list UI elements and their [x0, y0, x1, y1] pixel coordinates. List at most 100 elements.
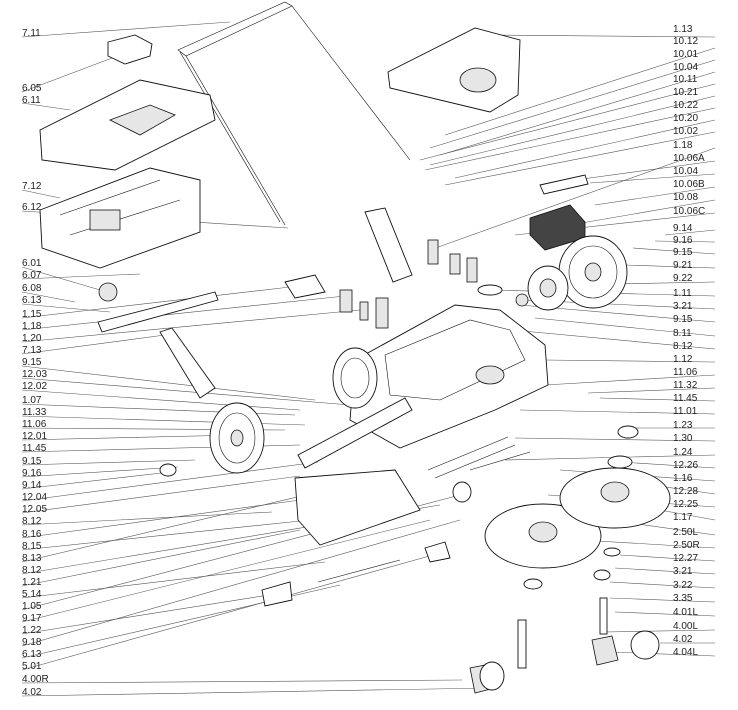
wheel-part-right: [558, 235, 628, 309]
left-part-label: 11.33: [22, 407, 47, 418]
left-part-label: 11.06: [22, 419, 47, 430]
ring-part-low: [523, 578, 543, 590]
left-part-label: 7.12: [22, 181, 42, 192]
ring-part-322: [593, 569, 611, 581]
guide-rail-part-2: [469, 451, 531, 471]
guide-rail-part: [427, 436, 516, 479]
right-part-label: 1.17: [673, 512, 693, 523]
cylinder-part: [452, 481, 472, 503]
cable-part: [317, 559, 401, 583]
right-part-label: 10.06C: [673, 206, 705, 217]
left-part-label: 1.05: [22, 601, 42, 612]
wheel-part-left: [209, 402, 265, 474]
right-part-label: 10.04: [673, 62, 698, 73]
left-part-label: 6.13: [22, 295, 42, 306]
roller-brush-part: [297, 397, 413, 469]
right-part-label: 10.12: [673, 36, 698, 47]
inner-wheel-part: [332, 347, 378, 409]
left-part-label: 8.12: [22, 565, 42, 576]
clip-part-2: [359, 301, 369, 321]
left-label-column: 7.116.056.117.126.126.016.076.086.131.15…: [22, 28, 49, 698]
left-part-label: 1.15: [22, 309, 42, 320]
right-part-label: 10.21: [673, 87, 698, 98]
ring-part-1230: [617, 425, 639, 439]
right-part-label: 12.28: [673, 486, 698, 497]
left-part-label: 4.02: [22, 687, 42, 698]
grille-part-2: [449, 253, 461, 275]
left-part-label: 1.22: [22, 625, 42, 636]
left-part-label: 11.45: [22, 443, 47, 454]
left-part-label: 6.08: [22, 283, 42, 294]
left-part-label: 12.03: [22, 369, 47, 380]
left-part-label: 9.16: [22, 468, 42, 479]
left-part-label: 1.18: [22, 321, 42, 332]
disc-part-111: [477, 284, 503, 296]
right-part-label: 4.02: [673, 634, 693, 645]
right-part-label: 10.22: [673, 100, 698, 111]
gear-part: [98, 282, 118, 302]
right-part-label: 9.16: [673, 235, 693, 246]
hopper-part: [39, 167, 201, 269]
part-drawings: [39, 1, 671, 694]
foot-bracket-part: [261, 581, 293, 607]
right-part-label: 3.35: [673, 593, 693, 604]
bush-part-321: [515, 293, 529, 307]
left-part-label: 12.01: [22, 431, 47, 442]
left-part-label: 5.01: [22, 661, 42, 672]
left-part-label: 1.20: [22, 333, 42, 344]
clip-part-3: [375, 297, 389, 329]
left-part-label: 8.12: [22, 516, 42, 527]
right-part-label: 8.11: [673, 328, 692, 339]
right-part-label: 10.06B: [673, 179, 705, 190]
left-part-label: 9.17: [22, 613, 42, 624]
left-part-label: 8.16: [22, 529, 42, 540]
left-part-label: 9.15: [22, 357, 42, 368]
arm-part: [159, 327, 216, 399]
right-part-label: 9.22: [673, 273, 693, 284]
motor-part-right: [591, 597, 660, 666]
right-part-label: 10.02: [673, 126, 698, 137]
right-part-label: 10.20: [673, 113, 698, 124]
grille-part-3: [466, 257, 478, 283]
right-part-label: 1.13: [673, 24, 693, 35]
left-part-label: 7.13: [22, 345, 42, 356]
right-part-label: 10.04: [673, 166, 698, 177]
latch-part: [539, 174, 589, 195]
right-part-label: 3.21: [673, 566, 693, 577]
right-part-label: 9.15: [673, 247, 693, 258]
right-part-label: 12.27: [673, 553, 698, 564]
right-part-label: 1.11: [673, 288, 692, 299]
right-part-label: 1.23: [673, 420, 693, 431]
left-part-label: 6.11: [22, 95, 41, 106]
left-part-label: 12.05: [22, 504, 47, 515]
ring-part-1226: [607, 455, 633, 469]
left-part-label: 5.14: [22, 589, 42, 600]
left-part-label: 6.05: [22, 83, 42, 94]
left-part-label: 6.12: [22, 202, 42, 213]
left-part-label: 8.15: [22, 541, 42, 552]
right-part-label: 11.06: [673, 367, 698, 378]
cross-bar-part: [294, 469, 421, 546]
right-part-label: 11.01: [673, 406, 698, 417]
brush-bar-part: [97, 291, 219, 333]
cap-part: [107, 34, 153, 65]
side-brush-left: [484, 503, 602, 569]
handle-part: [177, 1, 411, 226]
left-part-label: 6.13: [22, 649, 42, 660]
right-part-label: 1.12: [673, 354, 693, 365]
right-part-label: 4.04L: [673, 647, 698, 658]
right-part-label: 1.30: [673, 433, 693, 444]
right-part-label: 12.26: [673, 460, 698, 471]
left-part-label: 9.15: [22, 456, 42, 467]
left-part-label: 9.18: [22, 637, 42, 648]
right-part-label: 10.06A: [673, 153, 705, 164]
right-part-label: 3.22: [673, 580, 693, 591]
grille-part: [427, 239, 439, 265]
right-part-label: 12.25: [673, 499, 698, 510]
right-part-label: 3.21: [673, 301, 693, 312]
right-part-label: 10.08: [673, 192, 698, 203]
left-part-label: 7.11: [22, 28, 41, 39]
rear-cover-part: [387, 27, 521, 113]
right-part-label: 1.16: [673, 473, 693, 484]
